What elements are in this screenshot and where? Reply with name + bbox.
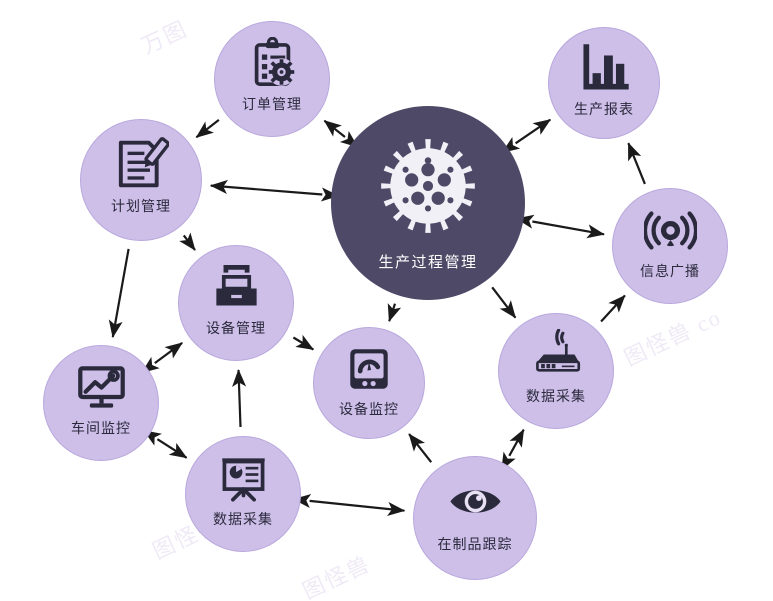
watermark-text: 图怪兽	[298, 550, 375, 601]
clipboard-gear-icon	[246, 37, 299, 90]
edge-hub-equip-monitor	[387, 303, 402, 323]
edge-equip-monitor-link	[292, 334, 315, 351]
broadcast-icon	[643, 204, 697, 257]
edge-hub-order	[323, 119, 359, 148]
watermark-text: 图怪兽 co	[620, 303, 726, 371]
watermark-text: 万图	[137, 15, 192, 59]
edge-board-wip	[292, 493, 406, 516]
edge-workshop-equip	[141, 342, 183, 374]
toolbox-icon	[210, 261, 263, 314]
monitor-chart-icon	[75, 361, 128, 414]
node-label-equipment-management: 设备管理	[206, 320, 266, 337]
gauge-monitor-icon	[343, 343, 395, 395]
document-pencil-icon	[113, 136, 169, 192]
edge-wip-equip-monitor	[408, 433, 433, 463]
edge-data-net-broadcast	[600, 294, 626, 323]
edge-board-equip	[232, 369, 247, 428]
edge-broadcast-report	[627, 142, 646, 185]
edge-hub-report	[501, 118, 552, 153]
edge-hub-broadcast	[515, 214, 605, 239]
gear-icon	[377, 135, 479, 237]
edge-hub-data-net	[491, 286, 517, 319]
router-wifi-icon	[530, 329, 583, 382]
node-label-equipment-monitor: 设备监控	[339, 400, 399, 417]
edge-workshop-board	[143, 430, 188, 459]
node-label-wip-tracking: 在制品跟踪	[437, 536, 513, 553]
node-equipment-management[interactable]: 设备管理	[178, 245, 294, 361]
node-label-workshop-monitor: 车间监控	[71, 420, 131, 437]
node-production-report[interactable]: 生产报表	[548, 27, 660, 139]
edge-hub-plan	[209, 179, 339, 202]
edge-plan-workshop	[108, 248, 130, 338]
node-label-data-acquisition-net: 数据采集	[526, 388, 586, 405]
edge-wip-data-net	[501, 428, 525, 471]
node-label-hub: 生产过程管理	[378, 254, 478, 272]
presentation-board-icon	[217, 452, 270, 505]
bar-chart-icon	[578, 43, 630, 95]
edge-plan-equip	[179, 232, 196, 251]
node-workshop-monitor[interactable]: 车间监控	[43, 345, 159, 461]
node-plan-management[interactable]: 计划管理	[80, 119, 202, 241]
node-label-data-collection-board: 数据采集	[213, 511, 273, 528]
node-label-production-report: 生产报表	[574, 100, 634, 117]
eye-icon	[447, 473, 504, 530]
edge-order-plan	[195, 119, 220, 139]
node-label-plan-management: 计划管理	[111, 197, 171, 214]
node-equipment-monitor[interactable]: 设备监控	[313, 327, 425, 439]
node-data-collection-board[interactable]: 数据采集	[185, 436, 301, 552]
node-hub[interactable]: 生产过程管理	[331, 106, 525, 300]
node-info-broadcast[interactable]: 信息广播	[612, 188, 728, 304]
node-label-info-broadcast: 信息广播	[640, 263, 700, 280]
node-data-acquisition-net[interactable]: 数据采集	[498, 313, 614, 429]
node-order-management[interactable]: 订单管理	[214, 21, 330, 137]
node-label-order-management: 订单管理	[242, 96, 302, 113]
node-wip-tracking[interactable]: 在制品跟踪	[413, 456, 537, 580]
